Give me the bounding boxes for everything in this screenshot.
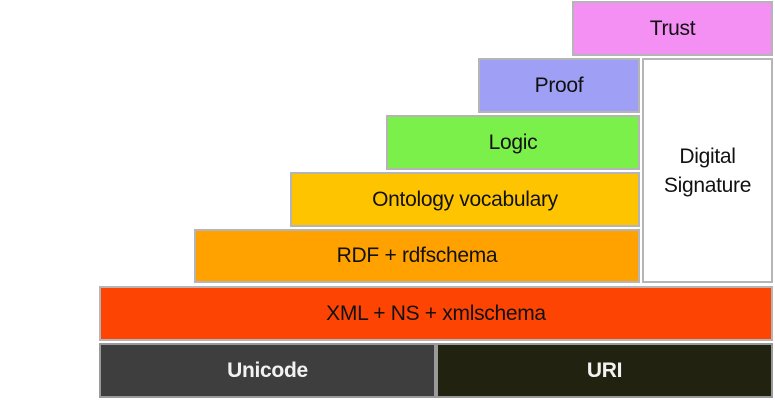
uri-label: URI <box>586 358 623 382</box>
digital-signature-layer: Digital Signature <box>642 58 773 283</box>
logic-layer: Logic <box>386 115 640 170</box>
trust-label: Trust <box>649 16 696 40</box>
trust-layer: Trust <box>572 1 773 56</box>
uri-layer: URI <box>436 343 773 398</box>
unicode-label: Unicode <box>227 358 308 382</box>
rdf-rdfschema-layer: RDF + rdfschema <box>194 229 640 283</box>
xml-ns-xmlschema-label: XML + NS + xmlschema <box>326 301 546 325</box>
proof-layer: Proof <box>478 58 640 113</box>
unicode-layer: Unicode <box>99 343 436 398</box>
logic-label: Logic <box>488 130 538 154</box>
ontology-vocabulary-label: Ontology vocabulary <box>372 187 558 211</box>
xml-ns-xmlschema-layer: XML + NS + xmlschema <box>99 286 773 341</box>
proof-label: Proof <box>534 73 584 97</box>
rdf-rdfschema-label: RDF + rdfschema <box>336 244 498 267</box>
ontology-vocabulary-layer: Ontology vocabulary <box>290 172 640 227</box>
digital-signature-label: Digital Signature <box>663 144 752 197</box>
